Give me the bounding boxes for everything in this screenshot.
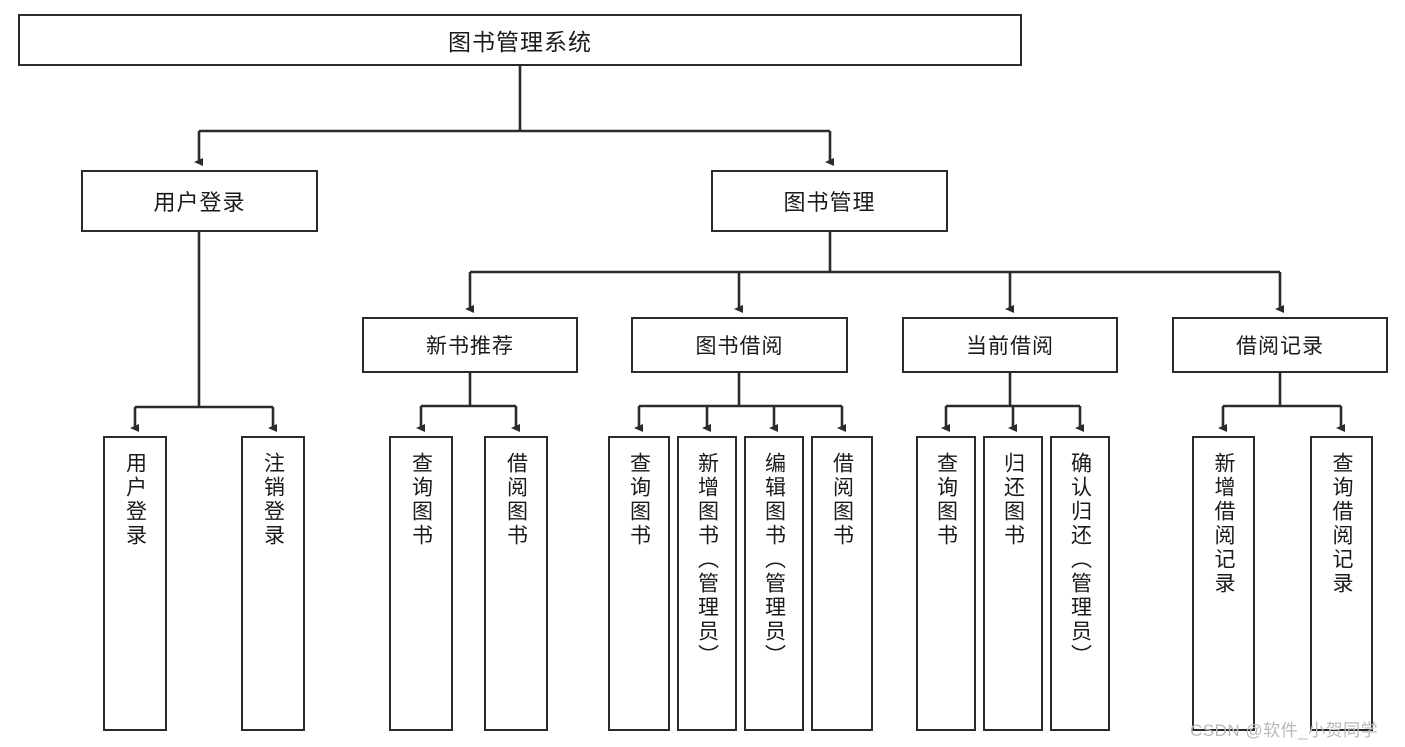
node-root-label: 图书管理系统 [448, 29, 592, 55]
node-leaf-query-book-3[interactable]: 查询图书 [916, 436, 976, 731]
node-leaf-label: 借阅图书 [830, 452, 854, 548]
node-book-borrow[interactable]: 图书借阅 [631, 317, 848, 373]
node-leaf-user-logout[interactable]: 注销登录 [241, 436, 305, 731]
node-root[interactable]: 图书管理系统 [18, 14, 1022, 66]
node-leaf-label: 查询图书 [934, 452, 958, 548]
node-leaf-label: 确认归还（管理员） [1068, 452, 1092, 668]
node-leaf-add-book[interactable]: 新增图书（管理员） [677, 436, 737, 731]
node-book-borrow-label: 图书借阅 [695, 335, 784, 358]
node-leaf-borrow-book-1[interactable]: 借阅图书 [484, 436, 548, 731]
node-new-book-rec-label: 新书推荐 [426, 335, 514, 358]
watermark: CSDN @软件_小贺同学 [1190, 721, 1379, 740]
node-leaf-label: 用户登录 [123, 452, 147, 548]
node-leaf-query-book-1[interactable]: 查询图书 [389, 436, 453, 731]
node-leaf-query-record[interactable]: 查询借阅记录 [1310, 436, 1373, 731]
node-leaf-add-record[interactable]: 新增借阅记录 [1192, 436, 1255, 731]
node-user-login[interactable]: 用户登录 [81, 170, 318, 232]
node-borrow-record[interactable]: 借阅记录 [1172, 317, 1388, 373]
node-leaf-label: 编辑图书（管理员） [762, 452, 786, 668]
node-leaf-label: 查询图书 [627, 452, 651, 548]
node-leaf-edit-book[interactable]: 编辑图书（管理员） [744, 436, 804, 731]
node-user-login-label: 用户登录 [153, 190, 246, 215]
node-borrow-record-label: 借阅记录 [1236, 335, 1324, 358]
node-new-book-rec[interactable]: 新书推荐 [362, 317, 578, 373]
node-leaf-label: 查询图书 [409, 452, 433, 548]
node-leaf-label: 新增图书（管理员） [695, 452, 719, 668]
node-leaf-confirm-return[interactable]: 确认归还（管理员） [1050, 436, 1110, 731]
node-leaf-label: 新增借阅记录 [1212, 452, 1235, 596]
node-leaf-borrow-book-2[interactable]: 借阅图书 [811, 436, 873, 731]
node-leaf-label: 归还图书 [1001, 452, 1025, 548]
node-leaf-label: 查询借阅记录 [1330, 452, 1353, 596]
node-book-manage[interactable]: 图书管理 [711, 170, 948, 232]
node-leaf-return-book[interactable]: 归还图书 [983, 436, 1043, 731]
node-leaf-label: 借阅图书 [504, 452, 528, 548]
node-current-borrow-label: 当前借阅 [966, 335, 1054, 358]
node-book-manage-label: 图书管理 [783, 190, 876, 215]
node-leaf-user-login[interactable]: 用户登录 [103, 436, 167, 731]
node-leaf-label: 注销登录 [261, 452, 285, 548]
node-leaf-query-book-2[interactable]: 查询图书 [608, 436, 670, 731]
node-current-borrow[interactable]: 当前借阅 [902, 317, 1118, 373]
